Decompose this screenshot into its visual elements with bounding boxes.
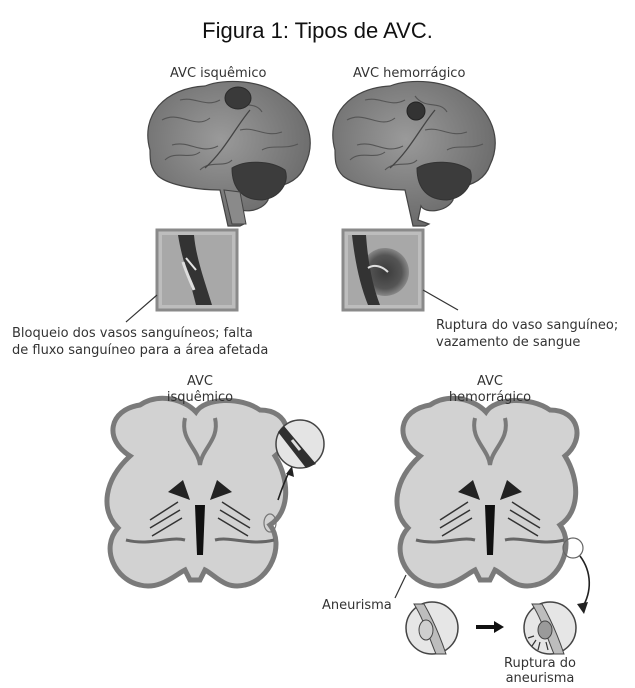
curved-arrow xyxy=(580,556,589,608)
hemorrhagic-brain-drawing xyxy=(333,81,495,226)
ischemic-brain-drawing xyxy=(148,81,310,226)
rupture-label-line1: Ruptura do xyxy=(490,656,590,672)
ischemic-coronal-section xyxy=(107,398,287,586)
ischemic-caption-line2: de fluxo sanguíneo para a área afetada xyxy=(12,343,268,359)
hemorrhagic-caption-line1: Ruptura do vaso sanguíneo; xyxy=(436,318,618,334)
blocked-vessel-inset xyxy=(157,230,237,310)
hemorrhagic-caption-line2: vazamento de sangue xyxy=(436,335,580,351)
coronal-hemorrhagic-label-line2: hemorrágico xyxy=(440,390,540,406)
ruptured-vessel-inset xyxy=(343,230,423,310)
coronal-ischemic-label-line1: AVC xyxy=(150,374,250,390)
coronal-hemorrhagic-label-line1: AVC xyxy=(440,374,540,390)
coronal-ischemic-label-line2: isquêmico xyxy=(150,390,250,406)
hemorrhagic-caption-leader xyxy=(423,290,458,310)
straight-arrow-head xyxy=(494,621,504,633)
aneurysm-label: Aneurisma xyxy=(322,598,392,614)
aneurysm-magnifier xyxy=(406,602,458,654)
aneurysm-leader xyxy=(395,575,406,598)
hemorrhagic-coronal-section xyxy=(397,398,583,586)
ruptured-aneurysm-magnifier xyxy=(524,602,576,654)
ischemic-caption-leader xyxy=(126,295,157,322)
ischemic-caption-line1: Bloqueio dos vasos sanguíneos; falta xyxy=(12,326,253,342)
curved-arrow-head xyxy=(577,602,588,614)
rupture-label-line2: aneurisma xyxy=(490,671,590,687)
